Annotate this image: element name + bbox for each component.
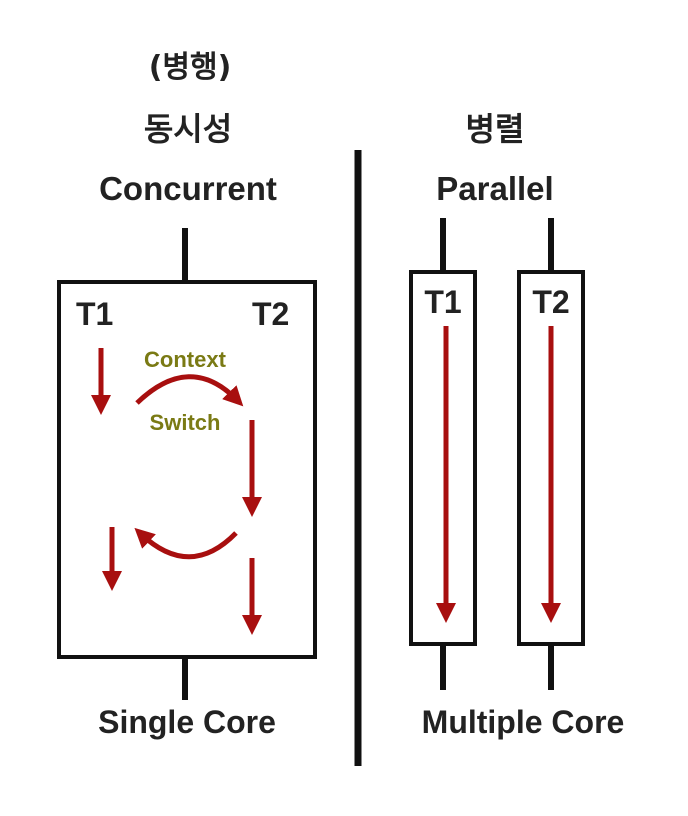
- core-1-box: [409, 270, 477, 646]
- context-switch-arrow-2: [134, 527, 238, 560]
- single-core-box: [57, 280, 317, 659]
- concurrent-thread-1-label: T1: [76, 296, 113, 332]
- concurrent-thread-2-label: T2: [252, 296, 289, 332]
- parallel-thread-1-label: T1: [424, 284, 461, 320]
- parallel-thread-2-label: T2: [532, 284, 569, 320]
- single-core-label: Single Core: [98, 704, 276, 740]
- parallel-korean-title: 병렬: [466, 110, 525, 148]
- context-switch-arrow-1: [135, 374, 244, 407]
- concurrent-korean-title: 동시성: [144, 110, 232, 148]
- multiple-core-label: Multiple Core: [422, 704, 625, 740]
- concurrent-korean-subtitle: (병행): [149, 50, 232, 85]
- context-switch-label-line2: Switch: [150, 410, 221, 435]
- parallel-title: Parallel: [436, 170, 553, 207]
- context-switch-label-line1: Context: [144, 347, 227, 372]
- concurrent-title: Concurrent: [99, 170, 277, 207]
